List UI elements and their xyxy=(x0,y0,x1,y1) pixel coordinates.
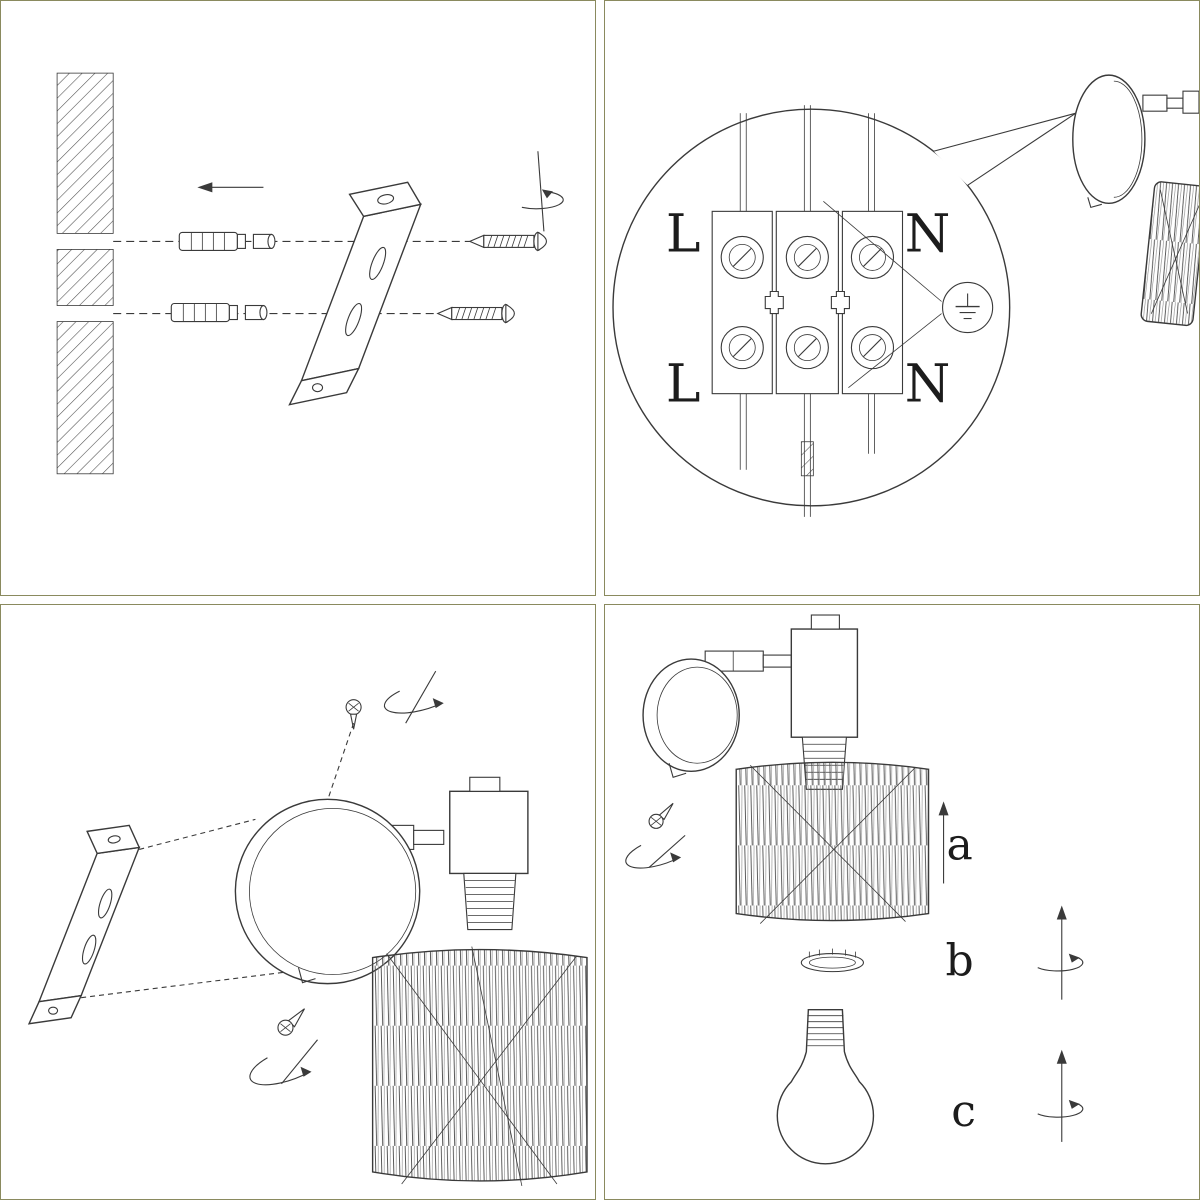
rotation-arrow-screw-icon xyxy=(625,834,686,869)
mounting-bracket xyxy=(27,824,141,1025)
plate-hook xyxy=(297,967,316,984)
terminal-label-top-right: N xyxy=(905,204,951,264)
insert-direction-arrow-icon xyxy=(197,182,264,193)
wall-anchor-bottom xyxy=(170,302,268,323)
rotation-arrow-bottom-icon xyxy=(249,1039,318,1086)
screwdriver-rotation-arrow-icon xyxy=(521,151,564,232)
lamp-shade-small xyxy=(1140,181,1199,327)
mounting-bracket xyxy=(288,181,422,406)
wall-anchor-top xyxy=(178,231,276,251)
panel-fixture-mounting xyxy=(0,604,596,1200)
fixing-screw-top xyxy=(328,699,362,798)
terminal-label-bottom-left: L xyxy=(666,355,701,415)
bridge-clip-left xyxy=(764,290,784,315)
bridge-clip-right xyxy=(830,290,850,315)
step-c-rotation-arrow-icon xyxy=(1037,1049,1084,1142)
light-bulb xyxy=(776,1008,875,1165)
lamp-shade-large xyxy=(371,946,588,1187)
earth-ground-symbol-icon xyxy=(942,281,994,334)
zoom-callout-wedge xyxy=(933,112,1077,186)
wall-cross-section xyxy=(56,72,114,475)
supply-wires-top xyxy=(739,105,875,213)
step-b-rotation-arrow-icon xyxy=(1037,905,1084,1000)
retaining-ring xyxy=(800,948,864,973)
socket-box xyxy=(790,614,859,790)
wall-plate xyxy=(234,798,421,985)
step-a-label: a xyxy=(946,819,972,870)
step-b-label: b xyxy=(945,936,973,987)
plate-hook xyxy=(668,763,687,778)
terminal-block xyxy=(711,210,904,395)
panel-bracket-mounting xyxy=(0,0,596,596)
wall-plate xyxy=(642,658,740,778)
mounting-screw-bottom xyxy=(436,303,515,324)
lamp-shade xyxy=(735,761,930,924)
fixing-screw-bottom xyxy=(277,1008,305,1036)
mounting-screw-top xyxy=(468,231,547,252)
terminal-label-top-left: L xyxy=(666,204,701,264)
earth-wire-sleeve xyxy=(800,441,814,477)
fixture-mounting-drawing xyxy=(27,670,588,1187)
supply-wires-bottom xyxy=(739,393,875,517)
earth-pointer-lines xyxy=(823,201,942,388)
panel-wiring-detail: L N L N xyxy=(604,0,1200,596)
lamp-arm xyxy=(704,650,792,672)
terminal-label-bottom-right: N xyxy=(905,355,951,415)
fixing-screw xyxy=(648,802,674,829)
wiring-detail-drawing: L N L N xyxy=(612,74,1199,517)
alignment-dashed-lines xyxy=(81,818,290,999)
step-c-label: c xyxy=(951,1086,976,1137)
socket-box xyxy=(449,776,529,931)
shade-assembly-drawing: a b xyxy=(625,614,1084,1165)
wall-lamp-fixture xyxy=(1072,74,1199,327)
rotation-arrow-top-icon xyxy=(383,670,444,724)
step-a-arrow-icon xyxy=(938,801,949,884)
panel-shade-assembly: a b xyxy=(604,604,1200,1200)
bracket-mounting-drawing xyxy=(56,72,564,475)
alignment-dashed-lines xyxy=(113,240,470,315)
